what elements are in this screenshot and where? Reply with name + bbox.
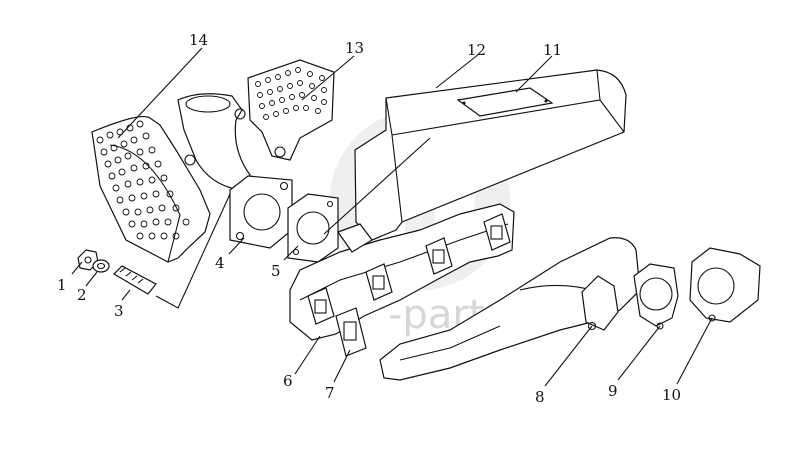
exhaust-manifold — [289, 203, 515, 341]
exhaust-gasket — [633, 263, 679, 330]
callout-8: 8 — [535, 388, 545, 406]
port-gasket — [335, 307, 367, 357]
heat-shield-plate — [456, 87, 554, 117]
callout-11: 11 — [543, 41, 562, 59]
manifold-port-1 — [307, 287, 335, 325]
flange — [229, 175, 293, 249]
callout-14: 14 — [189, 31, 208, 49]
callout-4: 4 — [215, 254, 225, 272]
exhaust-elbow — [177, 93, 251, 191]
callout-12: 12 — [467, 41, 486, 59]
callout-1: 1 — [57, 276, 67, 294]
callout-9: 9 — [608, 382, 618, 400]
callout-10: 10 — [662, 386, 681, 404]
small-perforated-shield — [247, 59, 335, 161]
flange-gasket — [287, 193, 339, 263]
manifold-port-4 — [483, 213, 511, 251]
callout-3: 3 — [114, 302, 124, 320]
callout-13: 13 — [345, 39, 364, 57]
perforated-heat-shield — [91, 116, 211, 263]
callout-6: 6 — [283, 372, 293, 390]
manifold-port-3 — [425, 237, 453, 275]
outlet-flange — [689, 247, 761, 323]
callout-7: 7 — [325, 384, 335, 402]
callout-2: 2 — [77, 286, 87, 304]
leader-lines — [71, 47, 713, 387]
washer — [92, 259, 110, 273]
heat-shield — [354, 69, 627, 241]
stud-bolt — [113, 265, 157, 295]
callout-5: 5 — [271, 262, 281, 280]
rear-manifold — [379, 237, 641, 381]
manifold-port-2 — [365, 263, 393, 301]
